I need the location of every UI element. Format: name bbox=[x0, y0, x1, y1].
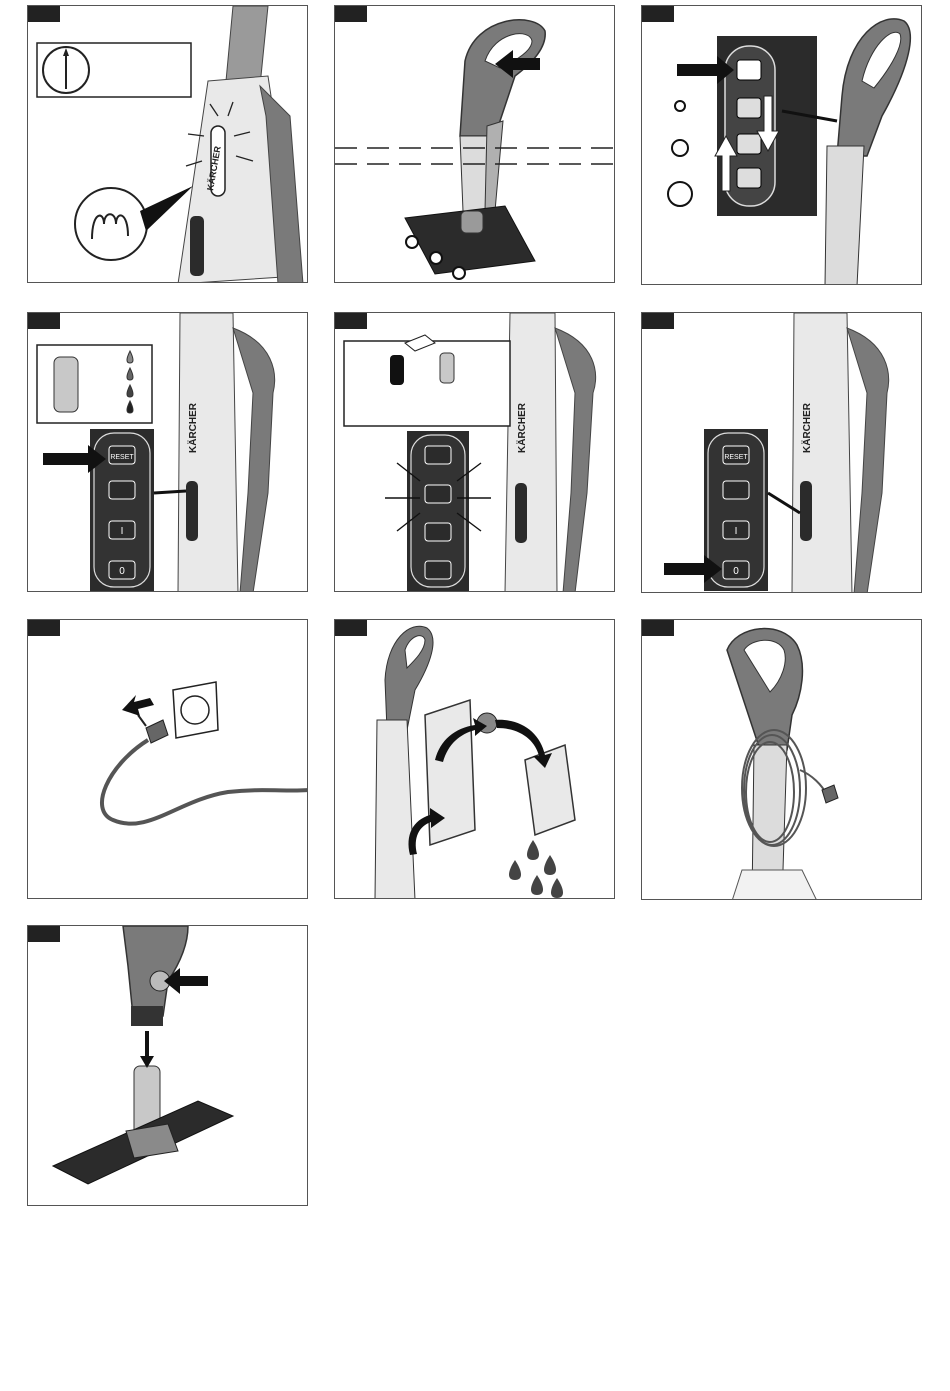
figure-panel-4: KÄRCHER RESET I 0 bbox=[27, 312, 308, 592]
plug-icon bbox=[138, 715, 168, 743]
on-button-label: I bbox=[735, 526, 738, 537]
steam-drop-icon bbox=[668, 101, 692, 206]
brand-label: KÄRCHER bbox=[186, 402, 199, 453]
brand-label: KÄRCHER bbox=[800, 402, 813, 453]
figure-panel-1: KÄRCHER bbox=[27, 5, 308, 283]
figure-panel-10 bbox=[27, 925, 308, 1206]
on-button-label: I bbox=[121, 526, 124, 537]
figure-panel-7 bbox=[27, 619, 308, 899]
socket-icon bbox=[173, 682, 218, 738]
arrow-icon bbox=[122, 695, 154, 716]
figure-panel-9 bbox=[641, 619, 922, 900]
off-button-label: 0 bbox=[119, 566, 125, 577]
filter-cartridge-icon bbox=[344, 335, 510, 426]
brand-label: KÄRCHER bbox=[515, 402, 528, 453]
heating-coil-icon bbox=[75, 186, 193, 260]
reset-button-label: RESET bbox=[724, 454, 748, 461]
handle-illustration: KÄRCHER bbox=[505, 313, 596, 592]
figure-panel-5: KÄRCHER bbox=[334, 312, 615, 592]
handle-illustration bbox=[460, 20, 545, 211]
handle-illustration: KÄRCHER bbox=[178, 313, 275, 592]
cleaning-pad-icon bbox=[405, 206, 535, 274]
plug-icon bbox=[822, 785, 838, 803]
figure-panel-6: KÄRCHER RESET I 0 bbox=[641, 312, 922, 593]
button-panel bbox=[407, 431, 469, 591]
filter-cartridge-icon bbox=[37, 345, 152, 423]
figure-panel-8 bbox=[334, 619, 615, 899]
cord-icon bbox=[102, 740, 308, 824]
handle-illustration bbox=[375, 626, 433, 899]
figure-panel-2 bbox=[334, 5, 615, 283]
handle-illustration: KÄRCHER bbox=[792, 313, 889, 593]
handle-illustration bbox=[825, 19, 910, 285]
off-button-label: 0 bbox=[733, 566, 739, 577]
water-drop-icon bbox=[509, 840, 563, 898]
reset-button-label: RESET bbox=[110, 454, 134, 461]
figure-panel-3 bbox=[641, 5, 922, 285]
clock-icon bbox=[37, 43, 191, 97]
button-panel: RESET I 0 bbox=[90, 429, 154, 591]
handle-illustration: KÄRCHER bbox=[178, 6, 303, 283]
